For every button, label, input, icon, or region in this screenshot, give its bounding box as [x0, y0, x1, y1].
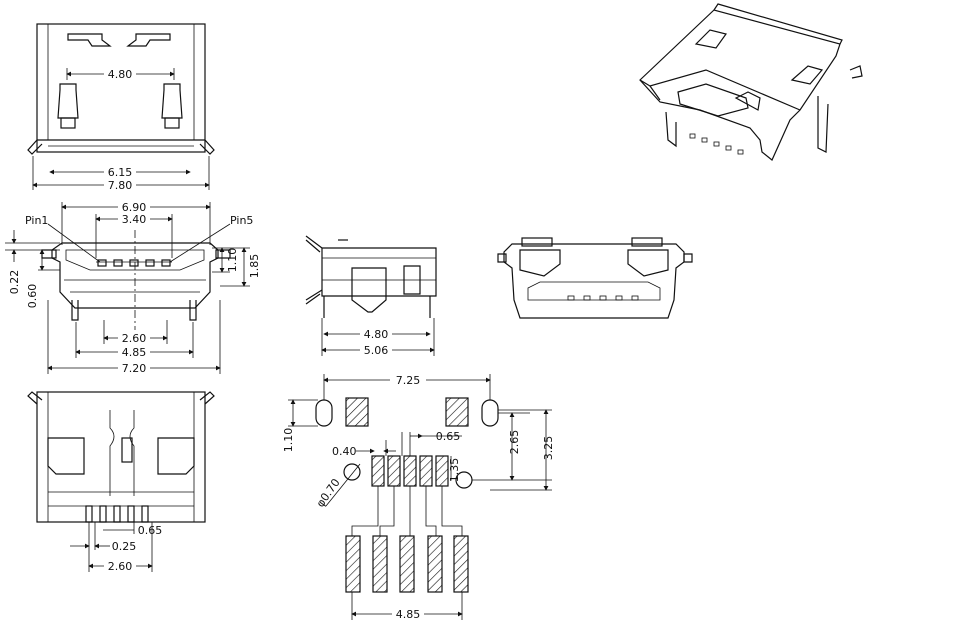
dim-pcb-off: 1.35 — [448, 458, 461, 483]
dim-side-b1: 4.80 — [364, 328, 389, 341]
dim-front-b1: 2.60 — [122, 332, 147, 345]
bottom-view: 0.25 0.65 2.60 — [27, 391, 215, 573]
dim-front-b3: 7.20 — [122, 362, 147, 375]
dim-pcb-v1: 2.65 — [508, 430, 521, 455]
dim-pcb-bottom: 4.85 — [396, 608, 421, 621]
dim-top-pitch: 4.80 — [108, 68, 133, 81]
dim-front-outer: 6.90 — [122, 201, 147, 214]
pin5-label: Pin5 — [230, 214, 253, 227]
dim-bottom-w3: 2.60 — [108, 560, 133, 573]
dim-top-outer: 7.80 — [108, 179, 133, 192]
dim-front-h4: 1.85 — [248, 254, 261, 279]
pin1-label: Pin1 — [25, 214, 48, 227]
dim-front-h3: 1.10 — [226, 248, 239, 273]
dim-front-b2: 4.85 — [122, 346, 147, 359]
dim-front-h1: 0.22 — [8, 270, 21, 295]
top-view: 4.80 6.15 7.80 — [27, 23, 215, 192]
dim-pcb-width: 7.25 — [396, 374, 421, 387]
dim-bottom-w1: 0.25 — [112, 540, 137, 553]
dim-pcb-hole: φ0.70 — [314, 476, 343, 509]
dim-pcb-pad: 0.40 — [332, 445, 357, 458]
dim-front-pins: 3.40 — [122, 213, 147, 226]
dim-pcb-v2: 3.25 — [542, 436, 555, 461]
pcb-footprint: 7.25 1.10 0.40 0.65 φ0.70 — [282, 373, 555, 621]
dim-pcb-pitch: 0.65 — [436, 430, 461, 443]
front-view: 6.90 3.40 Pin1 Pin5 0.22 — [5, 200, 261, 375]
rear-view — [497, 237, 693, 319]
dim-side-b2: 5.06 — [364, 344, 389, 357]
dim-bottom-w2: 0.65 — [138, 524, 163, 537]
dim-top-inner: 6.15 — [108, 166, 133, 179]
isometric-view — [639, 3, 863, 161]
side-view: 4.80 5.06 — [305, 235, 437, 357]
dim-front-h2: 0.60 — [26, 284, 39, 309]
dim-pcb-h1: 1.10 — [282, 428, 295, 453]
